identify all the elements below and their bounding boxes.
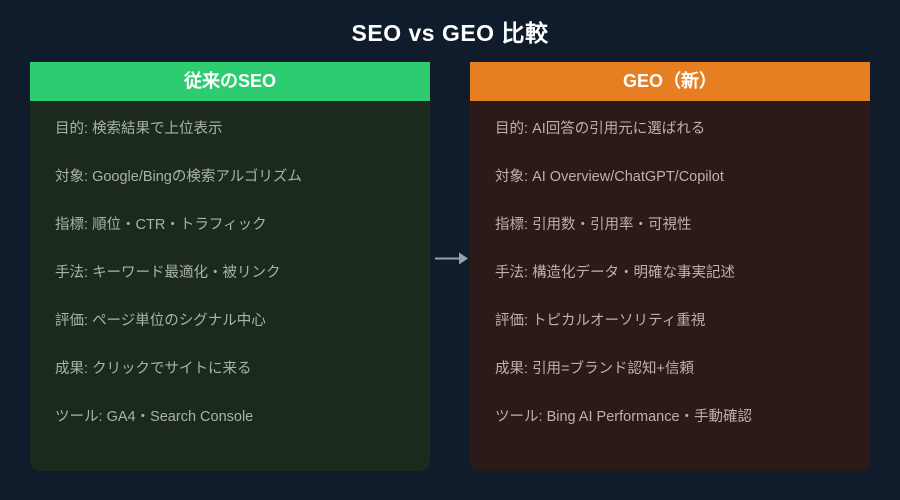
row-value: キーワード最適化・被リンク: [92, 265, 281, 281]
row-label: 指標:: [495, 217, 529, 233]
row-label: 評価:: [495, 313, 529, 329]
comparison-row: ツール: GA4・Search Console: [30, 393, 430, 441]
geo-panel-body: 目的: AI回答の引用元に選ばれる 対象: AI Overview/ChatGP…: [470, 101, 870, 441]
row-label: 手法:: [55, 265, 89, 281]
row-label: 成果:: [495, 361, 529, 377]
comparison-row: ツール: Bing AI Performance・手動確認: [470, 393, 870, 441]
row-label: 成果:: [55, 361, 89, 377]
seo-panel-body: 目的: 検索結果で上位表示 対象: Google/Bingの検索アルゴリズム 指…: [30, 101, 430, 441]
row-value: クリックでサイトに来る: [92, 361, 252, 377]
comparison-row: 成果: クリックでサイトに来る: [30, 345, 430, 393]
row-value: ページ単位のシグナル中心: [92, 313, 266, 329]
row-value: Google/Bingの検索アルゴリズム: [92, 169, 302, 185]
comparison-row: 対象: Google/Bingの検索アルゴリズム: [30, 153, 430, 201]
row-value: Bing AI Performance・手動確認: [546, 409, 753, 425]
row-label: 対象:: [495, 169, 529, 185]
row-label: 手法:: [495, 265, 529, 281]
row-value: 構造化データ・明確な事実記述: [532, 265, 736, 281]
comparison-row: 手法: 構造化データ・明確な事実記述: [470, 249, 870, 297]
row-label: ツール:: [495, 409, 543, 425]
row-label: 指標:: [55, 217, 89, 233]
right-arrow-icon: [433, 250, 470, 267]
geo-panel-header: GEO（新）: [470, 62, 870, 101]
comparison-row: 手法: キーワード最適化・被リンク: [30, 249, 430, 297]
comparison-row: 指標: 引用数・引用率・可視性: [470, 201, 870, 249]
row-label: 目的:: [495, 121, 529, 137]
comparison-row: 目的: 検索結果で上位表示: [30, 105, 430, 153]
row-value: トピカルオーソリティ重視: [532, 313, 706, 329]
row-value: 引用数・引用率・可視性: [532, 217, 692, 233]
row-label: 対象:: [55, 169, 89, 185]
page-title: SEO vs GEO 比較: [351, 20, 549, 46]
row-label: 目的:: [55, 121, 89, 137]
row-value: AI回答の引用元に選ばれる: [532, 121, 706, 137]
row-value: 順位・CTR・トラフィック: [92, 217, 267, 233]
comparison-row: 目的: AI回答の引用元に選ばれる: [470, 105, 870, 153]
seo-panel-header: 従来のSEO: [30, 62, 430, 101]
row-label: ツール:: [55, 409, 103, 425]
comparison-row: 評価: ページ単位のシグナル中心: [30, 297, 430, 345]
geo-panel: GEO（新） 目的: AI回答の引用元に選ばれる 対象: AI Overview…: [470, 62, 870, 471]
comparison-row: 成果: 引用=ブランド認知+信頼: [470, 345, 870, 393]
comparison-row: 対象: AI Overview/ChatGPT/Copilot: [470, 153, 870, 201]
comparison-row: 指標: 順位・CTR・トラフィック: [30, 201, 430, 249]
row-label: 評価:: [55, 313, 89, 329]
seo-panel: 従来のSEO 目的: 検索結果で上位表示 対象: Google/Bingの検索ア…: [30, 62, 430, 471]
row-value: AI Overview/ChatGPT/Copilot: [532, 169, 724, 185]
row-value: 引用=ブランド認知+信頼: [532, 361, 694, 377]
comparison-row: 評価: トピカルオーソリティ重視: [470, 297, 870, 345]
row-value: 検索結果で上位表示: [92, 121, 223, 137]
row-value: GA4・Search Console: [106, 409, 254, 425]
